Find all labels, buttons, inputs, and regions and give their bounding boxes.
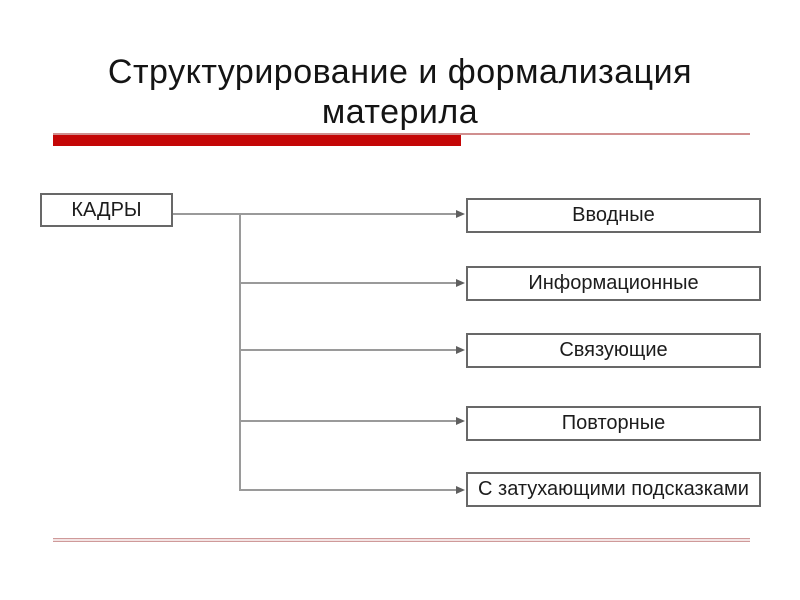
connector-trunk <box>239 213 241 491</box>
title-line-1: Структурирование и формализация <box>107 53 693 91</box>
arrowhead-icon <box>456 346 465 354</box>
child-node-label: Информационные <box>528 272 699 294</box>
arrowhead-icon <box>456 210 465 218</box>
arrowhead-icon <box>456 417 465 425</box>
footer-rule <box>53 538 750 542</box>
child-node-label: Повторные <box>561 412 666 434</box>
child-node-label: Связующие <box>559 339 668 361</box>
child-node-vvodnye: Вводные <box>466 198 761 233</box>
child-node-podskazki: С затухающими подсказками <box>466 472 761 507</box>
root-node-label: КАДРЫ <box>71 198 142 221</box>
title-line-2: материла <box>321 93 479 131</box>
child-node-informacionnye: Информационные <box>466 266 761 301</box>
child-node-povtornye: Повторные <box>466 406 761 441</box>
connector-branch-podskazki <box>239 489 462 491</box>
title-accent-bar <box>53 135 461 146</box>
root-node-kadry: КАДРЫ <box>40 193 173 227</box>
connector-branch-svyazuyushchie <box>239 349 462 351</box>
page-title: Структурирование и формализация материла <box>0 52 800 132</box>
title-underline-thin-rule <box>53 133 750 135</box>
connector-branch-povtornye <box>239 420 462 422</box>
child-node-svyazuyushchie: Связующие <box>466 333 761 368</box>
child-node-label: Вводные <box>572 204 655 226</box>
arrowhead-icon <box>456 279 465 287</box>
child-node-label: С затухающими подсказками <box>478 478 749 500</box>
connector-root-line <box>173 213 462 215</box>
arrowhead-icon <box>456 486 465 494</box>
connector-branch-informacionnye <box>239 282 462 284</box>
